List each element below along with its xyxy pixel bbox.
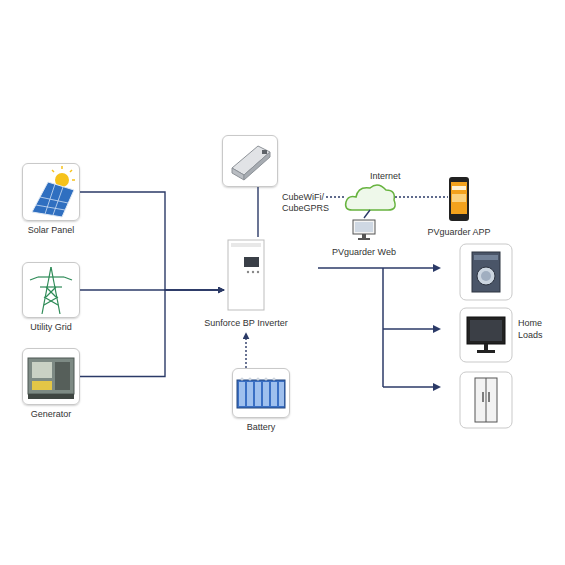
fridge-icon	[475, 378, 497, 422]
inverter-box: Sunforce BP Inverter	[225, 237, 267, 313]
wifi-module-box: CubeWiFi/ CubeGPRS	[222, 135, 278, 187]
connector	[80, 290, 224, 377]
node-label: Generator	[0, 409, 111, 420]
washing-machine-icon	[472, 252, 500, 292]
load-frames	[460, 244, 512, 428]
node-label: Sunforce BP Inverter	[186, 318, 306, 329]
connector	[364, 210, 370, 218]
cloud-node: Internet	[345, 180, 395, 214]
battery-icon	[237, 378, 285, 409]
connector	[326, 196, 345, 197]
node-label: CubeWiFi/ CubeGPRS	[282, 192, 334, 214]
node-label: PVguarder Web	[304, 247, 424, 258]
node-label: Internet	[370, 171, 430, 182]
group-label: Home Loads	[518, 317, 558, 341]
solar-panel-icon	[32, 166, 75, 217]
tv-icon	[467, 317, 505, 353]
connector	[80, 289, 224, 290]
connector	[257, 187, 258, 237]
connector	[395, 196, 448, 197]
cloud-icon	[346, 185, 396, 210]
connector	[245, 333, 246, 368]
source-box: Utility Grid	[22, 262, 80, 318]
output-wiring	[318, 268, 434, 387]
node-label: Solar Panel	[0, 225, 111, 236]
source-box: Solar Panel	[22, 163, 80, 221]
wifi-module-icon	[232, 146, 270, 180]
output-arrowheads	[433, 264, 441, 391]
phone-icon	[449, 177, 469, 221]
node-label: PVguarder APP	[399, 227, 519, 238]
monitor-node: PVguarder Web	[352, 218, 376, 242]
generator-icon	[28, 358, 74, 399]
inverter-icon	[228, 240, 264, 310]
node-label: Battery	[201, 422, 321, 433]
connector	[80, 192, 224, 290]
source-box: Generator	[22, 348, 80, 405]
monitor-icon	[353, 220, 375, 240]
node-label: Utility Grid	[0, 322, 111, 333]
battery-box: Battery	[232, 368, 290, 418]
phone-node: PVguarder APP	[448, 176, 470, 222]
pylon-icon	[30, 267, 72, 314]
